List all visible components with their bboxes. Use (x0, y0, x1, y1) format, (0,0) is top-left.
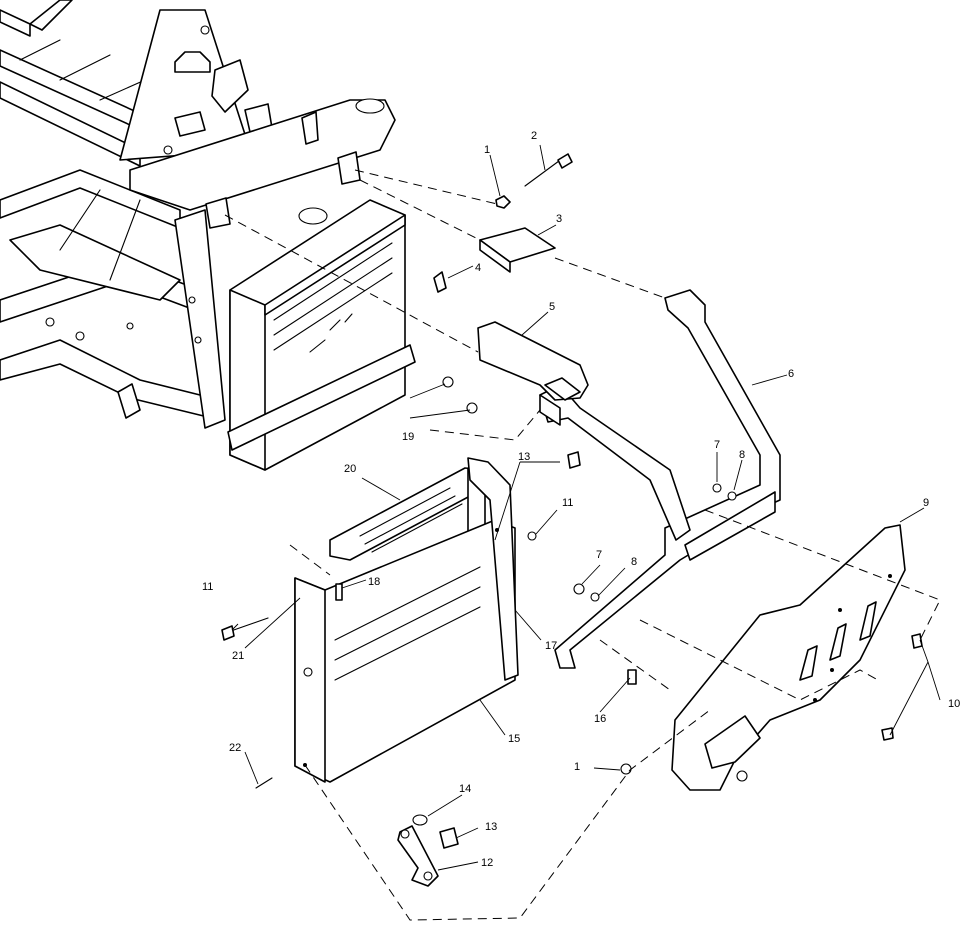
callout-13-upper: 13 (518, 451, 530, 463)
callout-7: 7 (714, 439, 720, 451)
bumper-pad-part-3 (479, 227, 556, 273)
callout-3: 3 (556, 213, 562, 225)
callout-7-lower: 7 (596, 549, 602, 561)
callout-8-lower: 8 (631, 556, 637, 568)
callout-19: 19 (402, 431, 414, 443)
callout-11-right: 11 (562, 497, 573, 509)
callout-20: 20 (344, 463, 356, 475)
callout-16: 16 (594, 713, 606, 725)
callout-labels: 1 2 3 4 5 6 7 8 9 10 11 11 12 13 13 14 1… (202, 130, 960, 869)
skid-plate-part-9 (671, 524, 906, 791)
leader-lines (231, 144, 941, 871)
callout-13-lower: 13 (485, 821, 497, 833)
callout-9: 9 (923, 497, 929, 509)
callout-14: 14 (459, 783, 471, 795)
screen-panel-part-15 (294, 519, 516, 783)
callout-5: 5 (549, 301, 555, 313)
callout-8: 8 (739, 449, 745, 461)
hardware (221, 153, 923, 887)
side-bracket-part-17 (467, 457, 519, 681)
callout-4: 4 (475, 262, 481, 274)
vehicle-frame (0, 0, 396, 429)
callout-11-left: 11 (202, 581, 213, 593)
callout-18: 18 (368, 576, 380, 588)
callout-10: 10 (948, 698, 960, 710)
grille-plate-part-5 (477, 321, 589, 401)
callout-21: 21 (232, 650, 244, 662)
callout-17: 17 (545, 640, 557, 652)
callout-15: 15 (508, 733, 520, 745)
callout-12: 12 (481, 857, 493, 869)
callout-1: 1 (484, 144, 490, 156)
callout-1-lower: 1 (574, 761, 580, 773)
radiator (227, 199, 416, 471)
front-bumper-tube-part-6 (539, 289, 781, 669)
callout-2: 2 (531, 130, 537, 142)
callout-6: 6 (788, 368, 794, 380)
assembly-lines (224, 169, 941, 921)
callout-22: 22 (229, 742, 241, 754)
